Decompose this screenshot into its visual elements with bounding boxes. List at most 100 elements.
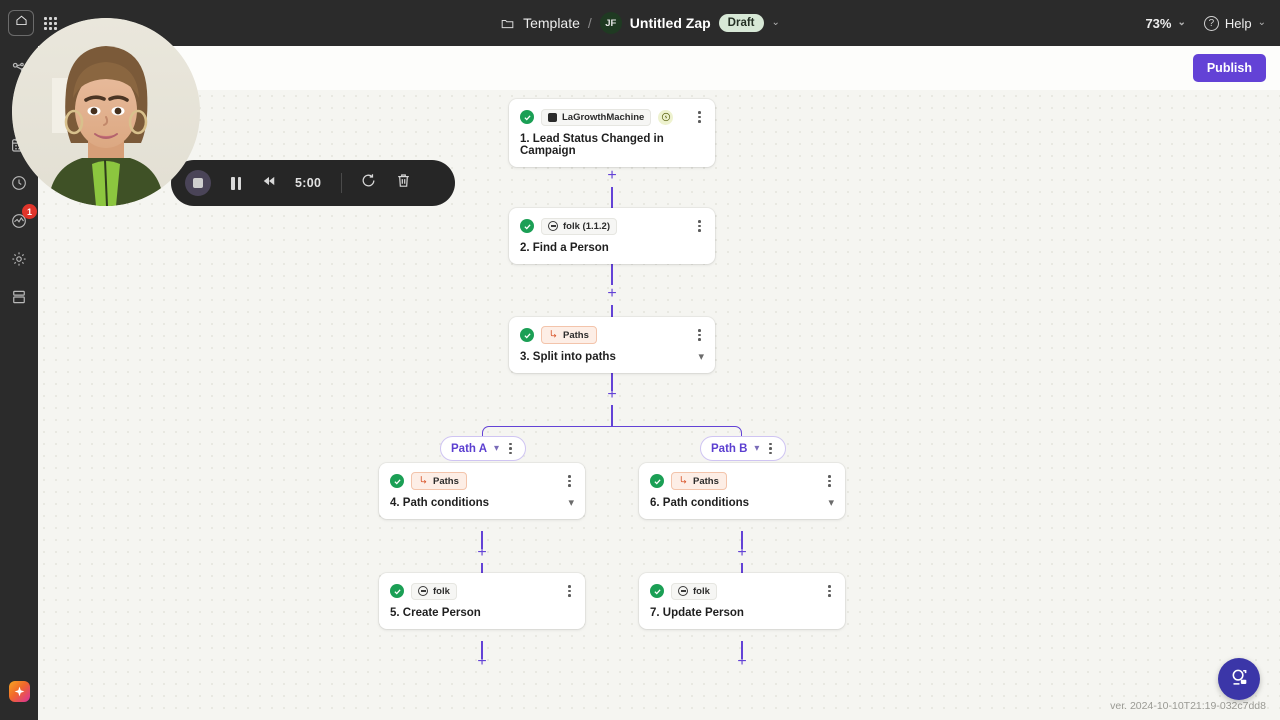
connector-6-7-top	[741, 531, 743, 549]
workflow-node-3[interactable]: Paths 3. Split into paths ▾	[509, 317, 715, 373]
publish-button[interactable]: Publish	[1192, 54, 1266, 82]
path-menu-button[interactable]	[766, 441, 775, 457]
connector-4-5-top	[481, 531, 483, 549]
connector-6-7-bottom	[741, 563, 743, 581]
status-valid-icon	[390, 584, 404, 598]
add-step-button-2[interactable]: +	[607, 285, 617, 302]
node-menu-button[interactable]	[695, 218, 704, 234]
path-menu-button[interactable]	[506, 441, 515, 457]
node-title: 7. Update Person	[650, 607, 744, 619]
path-chevron-down-icon[interactable]: ▾	[754, 442, 760, 454]
sidebar-item-history[interactable]	[8, 172, 30, 194]
ai-assistant-button[interactable]	[9, 681, 30, 702]
paths-icon	[549, 329, 558, 341]
app-name: Paths	[433, 475, 459, 487]
status-valid-icon	[390, 474, 404, 488]
node-expand-chevron-icon[interactable]: ▾	[828, 496, 834, 509]
app-name: folk	[693, 585, 710, 597]
add-step-button-1[interactable]: +	[607, 167, 617, 184]
top-bar-left	[0, 10, 300, 36]
zoom-level-value: 73%	[1145, 15, 1172, 31]
app-chip: folk	[411, 582, 457, 600]
paths-chip: Paths	[671, 472, 727, 490]
version-label: ver. 2024-10-10T21:19-032c7dd8	[1110, 700, 1266, 712]
apps-grid-icon[interactable]	[44, 16, 57, 30]
top-bar-right: 73% ⌄ ? Help ⌄	[1145, 0, 1266, 46]
node-menu-button[interactable]	[565, 583, 574, 599]
pause-recording-button[interactable]	[231, 176, 241, 190]
title-chevron-down-icon[interactable]: ⌄	[771, 17, 780, 28]
workflow-node-4[interactable]: Paths 4. Path conditions ▾	[379, 463, 585, 519]
avatar: JF	[599, 12, 622, 34]
restart-recording-button[interactable]	[360, 172, 377, 194]
paths-chip: Paths	[411, 472, 467, 490]
instant-trigger-bolt-icon	[658, 109, 674, 125]
connector-3-split-top	[611, 373, 613, 391]
stop-recording-icon	[193, 178, 203, 188]
app-name: Paths	[563, 329, 589, 341]
canvas-footer-strip	[38, 712, 1280, 720]
connector-5-end-top	[481, 641, 483, 659]
connector-3-split-bottom	[611, 405, 613, 427]
workflow-node-1[interactable]: LaGrowthMachine 1. Lead Status Changed i…	[509, 99, 715, 167]
node-expand-chevron-icon[interactable]: ▾	[568, 496, 574, 509]
home-button[interactable]	[8, 10, 34, 36]
folk-icon	[548, 221, 558, 231]
status-badge: Draft	[718, 14, 764, 32]
sidebar-item-storage[interactable]	[8, 286, 30, 308]
node-menu-button[interactable]	[825, 583, 834, 599]
branch-connector	[482, 426, 742, 440]
app-chip: folk	[671, 582, 717, 600]
sidebar-item-activity[interactable]: 1	[8, 204, 37, 232]
workflow-node-2[interactable]: folk (1.1.2) 2. Find a Person	[509, 208, 715, 264]
workflow-node-7[interactable]: folk 7. Update Person	[639, 573, 845, 629]
workflow-node-6[interactable]: Paths 6. Path conditions ▾	[639, 463, 845, 519]
ai-sparkle-icon	[9, 681, 30, 702]
webcam-bubble[interactable]	[12, 18, 200, 206]
add-step-button-3[interactable]: +	[607, 386, 617, 403]
zoom-control[interactable]: 73% ⌄	[1145, 16, 1185, 31]
folk-icon	[418, 586, 428, 596]
help-button[interactable]: ? Help ⌄	[1203, 15, 1266, 31]
delete-recording-button[interactable]	[395, 172, 412, 194]
breadcrumb-separator: /	[587, 15, 592, 31]
toolbar-divider	[341, 173, 343, 193]
node-menu-button[interactable]	[695, 109, 704, 125]
help-label: Help	[1224, 15, 1252, 31]
node-title: 1. Lead Status Changed in Campaign	[520, 133, 664, 157]
path-label-b[interactable]: Path B ▾	[700, 436, 787, 461]
node-title: 5. Create Person	[390, 607, 481, 619]
app-name: folk	[433, 585, 450, 597]
top-bar: Template / JF Untitled Zap Draft ⌄ 73% ⌄…	[0, 0, 1280, 46]
rewind-button[interactable]	[261, 174, 277, 193]
app-name: folk (1.1.2)	[563, 220, 610, 232]
breadcrumb-template[interactable]: Template	[523, 15, 580, 31]
editor-subheader: Publish	[38, 46, 1280, 90]
support-chat-button[interactable]	[1218, 658, 1260, 700]
page-title[interactable]: Untitled Zap	[629, 15, 711, 31]
node-menu-button[interactable]	[825, 473, 834, 489]
paths-icon	[679, 475, 688, 487]
node-menu-button[interactable]	[695, 327, 704, 343]
paths-icon	[419, 475, 428, 487]
add-step-button-4[interactable]: +	[477, 544, 487, 561]
lagrowthmachine-icon	[548, 112, 557, 122]
question-circle-icon: ?	[1203, 15, 1219, 31]
workflow-node-5[interactable]: folk 5. Create Person	[379, 573, 585, 629]
add-step-button-6[interactable]: +	[737, 544, 747, 561]
node-menu-button[interactable]	[565, 473, 574, 489]
path-label-a[interactable]: Path A ▾	[440, 436, 526, 461]
connector-1-2-bottom	[611, 187, 613, 209]
pause-icon	[237, 176, 241, 190]
sidebar-item-settings[interactable]	[8, 248, 30, 270]
path-chevron-down-icon[interactable]: ▾	[494, 442, 500, 454]
stop-recording-button[interactable]	[185, 170, 211, 196]
add-step-button-7[interactable]: +	[737, 653, 747, 670]
node-title: 2. Find a Person	[520, 242, 609, 254]
screen-recorder-toolbar: 5:00	[171, 160, 455, 206]
status-valid-icon	[650, 474, 664, 488]
node-expand-chevron-icon[interactable]: ▾	[698, 350, 704, 363]
add-step-button-5[interactable]: +	[477, 653, 487, 670]
help-chevron-down-icon: ⌄	[1257, 17, 1266, 28]
